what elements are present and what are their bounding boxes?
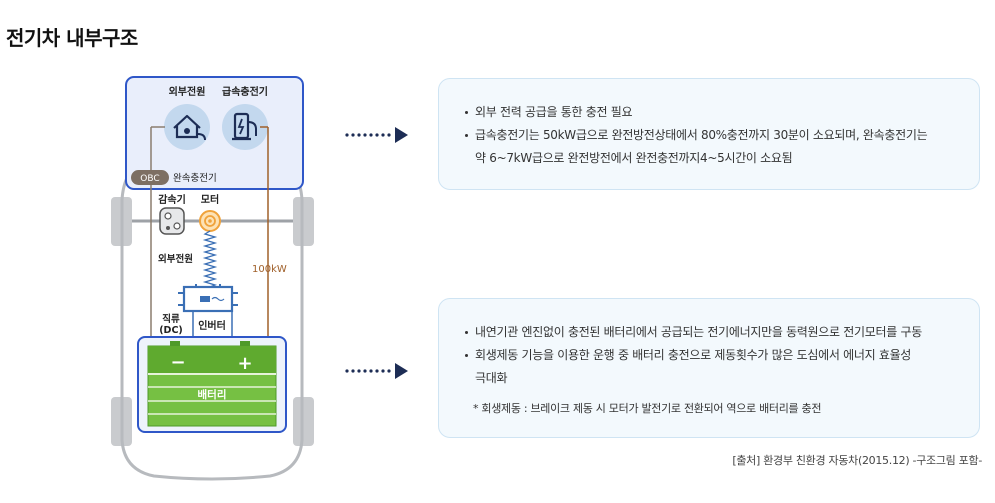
inverter-icon: [178, 284, 238, 313]
regen-braking-note: * 회생제동 : 브레이크 제동 시 모터가 발전기로 전환되어 역으로 배터리…: [473, 402, 822, 415]
battery-icon: [147, 341, 277, 427]
gearbox-icon: [159, 207, 185, 235]
charging-panel: [125, 76, 304, 190]
battery-plus: +: [237, 353, 252, 374]
dc-label-line2: (DC): [159, 325, 183, 336]
charging-info-box: 외부 전력 공급을 통한 충전 필요 급속충전기는 50kW급으로 완전방전상태…: [438, 78, 980, 190]
source-caption: [출처] 환경부 친환경 자동차(2015.12) -구조그림 포함-: [732, 454, 982, 467]
obc-badge: [131, 170, 169, 185]
page-title: 전기차 내부구조: [6, 26, 138, 50]
list-item: 급속충전기는 50kW급으로 완전방전상태에서 80%충전까지 30분이 소요되…: [465, 124, 979, 170]
list-item: 내연기관 엔진없이 충전된 배터리에서 공급되는 전기에너지만을 동력원으로 전…: [465, 321, 979, 344]
motor-coil-spring: [202, 230, 218, 288]
list-item: 회생제동 기능을 이용한 운행 중 배터리 충전으로 제동횟수가 많은 도심에서…: [465, 344, 979, 390]
charging-station-icon: [222, 104, 268, 150]
home-plug-icon: [164, 104, 210, 150]
battery-label: 배터리: [198, 388, 227, 401]
power-100kw-label: 100kW: [252, 264, 287, 275]
list-item: 외부 전력 공급을 통한 충전 필요: [465, 101, 979, 124]
external-power-mid-label: 외부전원: [158, 253, 193, 265]
dotted-arrow-right-icon: [345, 363, 408, 379]
slow-charger-label: 완속충전기: [173, 173, 217, 184]
motor-label: 모터: [201, 193, 219, 206]
drive-info-box: 내연기관 엔진없이 충전된 배터리에서 공급되는 전기에너지만을 동력원으로 전…: [438, 298, 980, 438]
fast-charger-label: 급속충전기: [222, 85, 268, 98]
battery-minus: −: [170, 352, 185, 373]
motor-coil-icon: [199, 210, 221, 232]
dotted-arrow-right-icon: [345, 127, 408, 143]
dc-label-line1: 직류: [162, 313, 180, 325]
obc-label: OBC: [140, 174, 159, 184]
external-power-label: 외부전원: [169, 85, 206, 98]
inverter-label: 인버터: [198, 319, 226, 332]
reducer-label: 감속기: [158, 193, 186, 206]
